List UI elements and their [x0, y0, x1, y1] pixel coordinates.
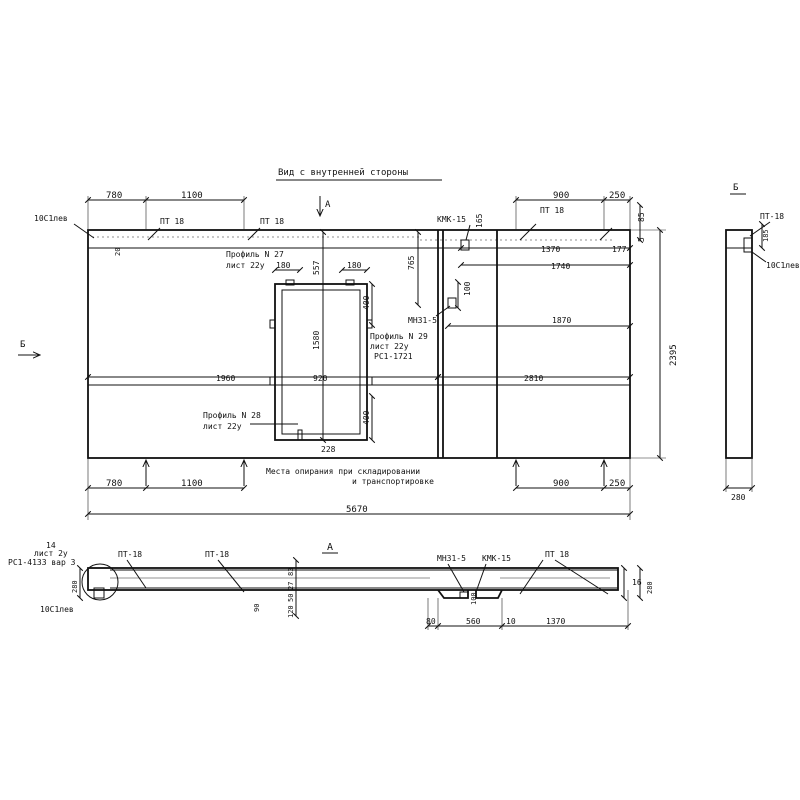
section-a-title: А: [327, 542, 333, 553]
side-pt18-mark: ПТ-18: [760, 212, 784, 221]
dim-165: 165: [475, 213, 484, 228]
dim-765: 765: [407, 255, 416, 270]
internal-dimensions: [84, 228, 634, 444]
dim-1960: 1960: [216, 374, 235, 383]
dim-2810: 2810: [524, 374, 543, 383]
dim-top-780: 780: [106, 191, 122, 201]
section-dim-27: 27: [287, 582, 295, 590]
dim-top-1100: 1100: [181, 191, 203, 201]
support-note-2: и транспортировке: [352, 477, 434, 486]
dim-bottom-780: 780: [106, 479, 122, 489]
section-a: А: [76, 542, 644, 630]
section-edge-mark: 10С1лев: [40, 605, 74, 614]
dim-1740: 1740: [551, 262, 570, 271]
section-dim-100: 100: [470, 592, 478, 605]
bottom-dimension-chain: [84, 458, 634, 520]
profile-28-sheet: лист 22у: [203, 422, 242, 431]
top-dimension-chain: [84, 196, 634, 230]
dim-bottom-250: 250: [609, 479, 625, 489]
drawing-title: Вид с внутренней стороны: [278, 168, 408, 178]
profile-27-label: Профиль N 27: [226, 250, 284, 259]
section-dim-280: 280: [71, 580, 79, 593]
kmk-mark: КМК-15: [437, 215, 466, 224]
dim-20: 20: [114, 248, 122, 256]
pt18-mark-c: ПТ 18: [540, 206, 564, 215]
edge-mark-left: 10С1лев: [34, 214, 68, 223]
dim-180-right: 180: [347, 261, 362, 270]
section-dim-280-right: 280: [646, 581, 654, 594]
dim-1580: 1580: [312, 331, 321, 350]
support-arrows: [146, 460, 604, 486]
view-b-letter: Б: [20, 340, 25, 350]
dim-920: 920: [313, 374, 328, 383]
dim-top-900: 900: [553, 191, 569, 201]
dim-height-2395: 2395: [669, 344, 679, 366]
section-mn-mark: МН31-5: [437, 554, 466, 563]
side-view-b: Б: [722, 183, 771, 492]
profile-29-sheet: лист 22у: [370, 342, 409, 351]
section-dim-83: 83: [287, 568, 295, 576]
dim-400-top: 400: [362, 295, 371, 310]
section-dim-120: 120: [287, 605, 295, 618]
side-width-280: 280: [731, 493, 746, 502]
section-dim-90: 90: [253, 604, 261, 612]
section-pt18-a: ПТ-18: [118, 550, 142, 559]
section-note-14: 14: [46, 541, 56, 550]
dim-180-left: 180: [276, 261, 291, 270]
dim-5-right: 5: [637, 237, 646, 242]
section-dim-50: 50: [287, 594, 295, 602]
panel-elevation: [73, 223, 631, 459]
dim-bottom-900: 900: [553, 479, 569, 489]
section-pt18-b: ПТ-18: [205, 550, 229, 559]
profile-29-rs: РС1-1721: [374, 352, 413, 361]
side-view-title: Б: [733, 183, 738, 193]
dim-400-bottom: 400: [362, 410, 371, 425]
dim-top-250: 250: [609, 191, 625, 201]
section-dim-1370: 1370: [546, 617, 565, 626]
dim-228: 228: [321, 445, 336, 454]
pt18-mark-b: ПТ 18: [260, 217, 284, 226]
profile-28-label: Профиль N 28: [203, 411, 261, 420]
right-dimensions: [630, 201, 666, 462]
view-a-arrow: А: [320, 196, 331, 216]
section-kmk-mark: КМК-15: [482, 554, 511, 563]
section-dim-80: 80: [426, 617, 436, 626]
dim-85-right: 85: [637, 212, 646, 222]
dim-bottom-1100: 1100: [181, 479, 203, 489]
profile-29-label: Профиль N 29: [370, 332, 428, 341]
side-edge-mark: 10С1лев: [766, 261, 800, 270]
dim-100: 100: [463, 281, 472, 296]
support-note-1: Места опирания при складировании: [266, 467, 420, 476]
dim-1370: 1370: [541, 245, 560, 254]
view-b-arrow: Б: [18, 340, 40, 355]
dim-177: 177: [612, 245, 627, 254]
side-dim-185: 185: [762, 229, 770, 242]
section-dim-10: 10: [506, 617, 516, 626]
pt18-mark-a: ПТ 18: [160, 217, 184, 226]
section-dim-560: 560: [466, 617, 481, 626]
section-note-sheet: лист 2у: [34, 549, 68, 558]
dim-557: 557: [312, 260, 321, 275]
mn-mark: МН31-5: [408, 316, 437, 325]
profile-27-sheet: лист 22у: [226, 261, 265, 270]
section-pt18-c: ПТ 18: [545, 550, 569, 559]
view-a-letter: А: [325, 200, 331, 210]
dim-1870: 1870: [552, 316, 571, 325]
dim-overall-5670: 5670: [346, 505, 368, 515]
section-dim-16: 16: [632, 578, 642, 587]
section-note-rs: РС1-4133 вар 3: [8, 558, 76, 567]
